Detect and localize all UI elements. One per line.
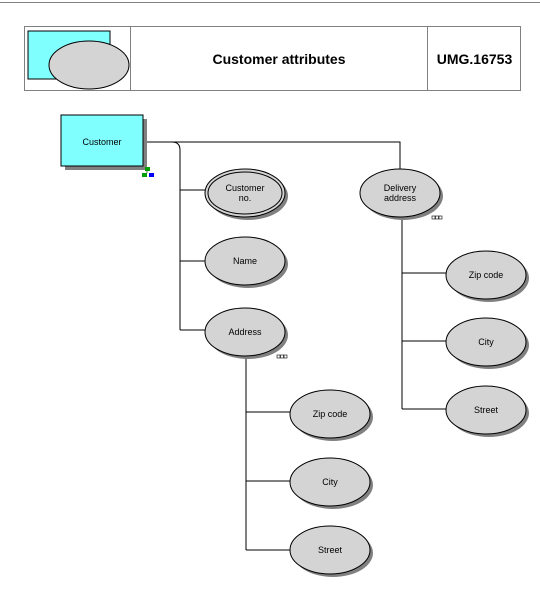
attribute-label: Street	[474, 405, 499, 415]
attribute-ellipse	[204, 307, 286, 357]
attribute-delivery-city[interactable]: City	[445, 317, 529, 369]
attribute-label: Zip code	[469, 270, 504, 280]
attribute-address-city[interactable]: City	[289, 457, 373, 509]
attribute-label: City	[322, 477, 338, 487]
attribute-ellipse	[445, 250, 527, 300]
attribute-ellipse	[289, 389, 371, 439]
attribute-address-zip[interactable]: Zip code	[289, 389, 373, 441]
attribute-label: Street	[318, 545, 343, 555]
attribute-label: Zip code	[313, 409, 348, 419]
entity-label: Customer	[82, 137, 121, 147]
attribute-label: Name	[233, 256, 257, 266]
attribute-name[interactable]: Name	[204, 236, 288, 288]
key-attribute-inner-ring	[207, 171, 283, 215]
hierarchy-icon	[142, 167, 154, 177]
attribute-ellipse	[445, 317, 527, 367]
attribute-delivery-street[interactable]: Street	[445, 385, 529, 437]
attribute-address-street[interactable]: Street	[289, 525, 373, 577]
attribute-ellipse	[204, 168, 286, 218]
attribute-ellipse	[359, 168, 441, 218]
header-separator	[130, 27, 131, 90]
attribute-ellipse	[445, 385, 527, 435]
attribute-label: Address	[228, 327, 262, 337]
attribute-label: address	[384, 193, 417, 203]
header-separator	[427, 27, 428, 90]
attribute-ellipse	[289, 525, 371, 575]
attribute-delivery-zip[interactable]: Zip code	[445, 250, 529, 302]
attribute-label: City	[478, 337, 494, 347]
connector-lines	[143, 141, 448, 551]
attribute-label: Delivery	[384, 183, 417, 193]
expand-marker-icon	[276, 354, 288, 359]
diagram-header: Customer attributes UMG.16753	[24, 26, 521, 91]
attribute-address[interactable]: Address	[204, 307, 288, 359]
page-title: Customer attributes	[212, 50, 346, 67]
attribute-ellipse	[204, 236, 286, 286]
entity-customer[interactable]: Customer	[60, 114, 147, 170]
attribute-ellipse	[289, 457, 371, 507]
diagram-id: UMG.16753	[436, 50, 513, 67]
expand-marker-icon	[431, 215, 443, 220]
attribute-label: no.	[239, 193, 252, 203]
entity-attribute-logo-icon	[27, 30, 130, 90]
attribute-label: Customer	[225, 183, 264, 193]
top-rule	[0, 2, 540, 3]
